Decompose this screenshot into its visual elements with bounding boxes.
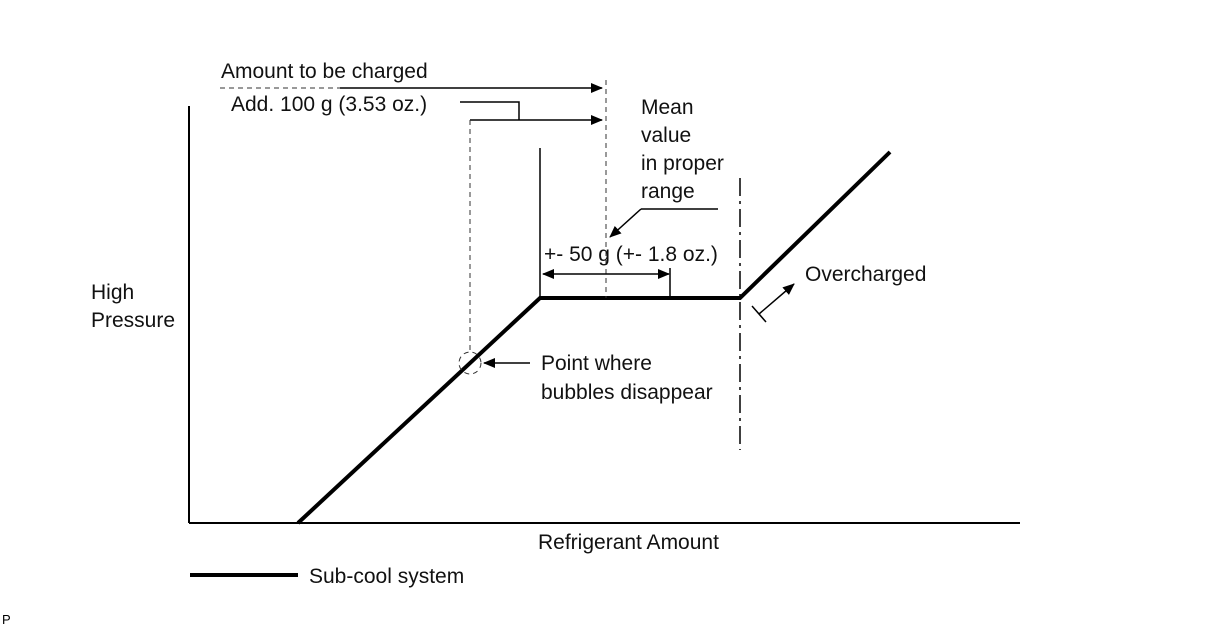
y-axis-label-line-2: Pressure [91, 309, 175, 332]
mean-value-label-line-1: Mean [641, 96, 694, 119]
overcharged-label: Overcharged [805, 263, 926, 286]
mean-value-label-line-3: in proper [641, 152, 724, 175]
add-amount-label: Add. 100 g (3.53 oz.) [231, 93, 427, 116]
x-axis-label: Refrigerant Amount [538, 531, 719, 554]
bubble-point-marker [458, 351, 482, 375]
bubble-point-label-line-1: Point where [541, 352, 652, 375]
tolerance-label: +- 50 g (+- 1.8 oz.) [544, 243, 718, 266]
sub-cool-system-curve [296, 150, 892, 525]
mean-value-label-line-4: range [641, 180, 695, 203]
mean-value-pointer [609, 208, 642, 238]
mean-value-label-line-2: value [641, 124, 691, 147]
y-axis-label-line-1: High [91, 281, 134, 304]
legend-label: Sub-cool system [309, 565, 464, 588]
corner-mark: P [2, 612, 11, 627]
bubble-point-label-line-2: bubbles disappear [541, 381, 713, 404]
add-amount-bracket [460, 101, 520, 120]
amount-to-be-charged-label: Amount to be charged [221, 60, 428, 83]
overcharged-arrow [758, 283, 795, 315]
